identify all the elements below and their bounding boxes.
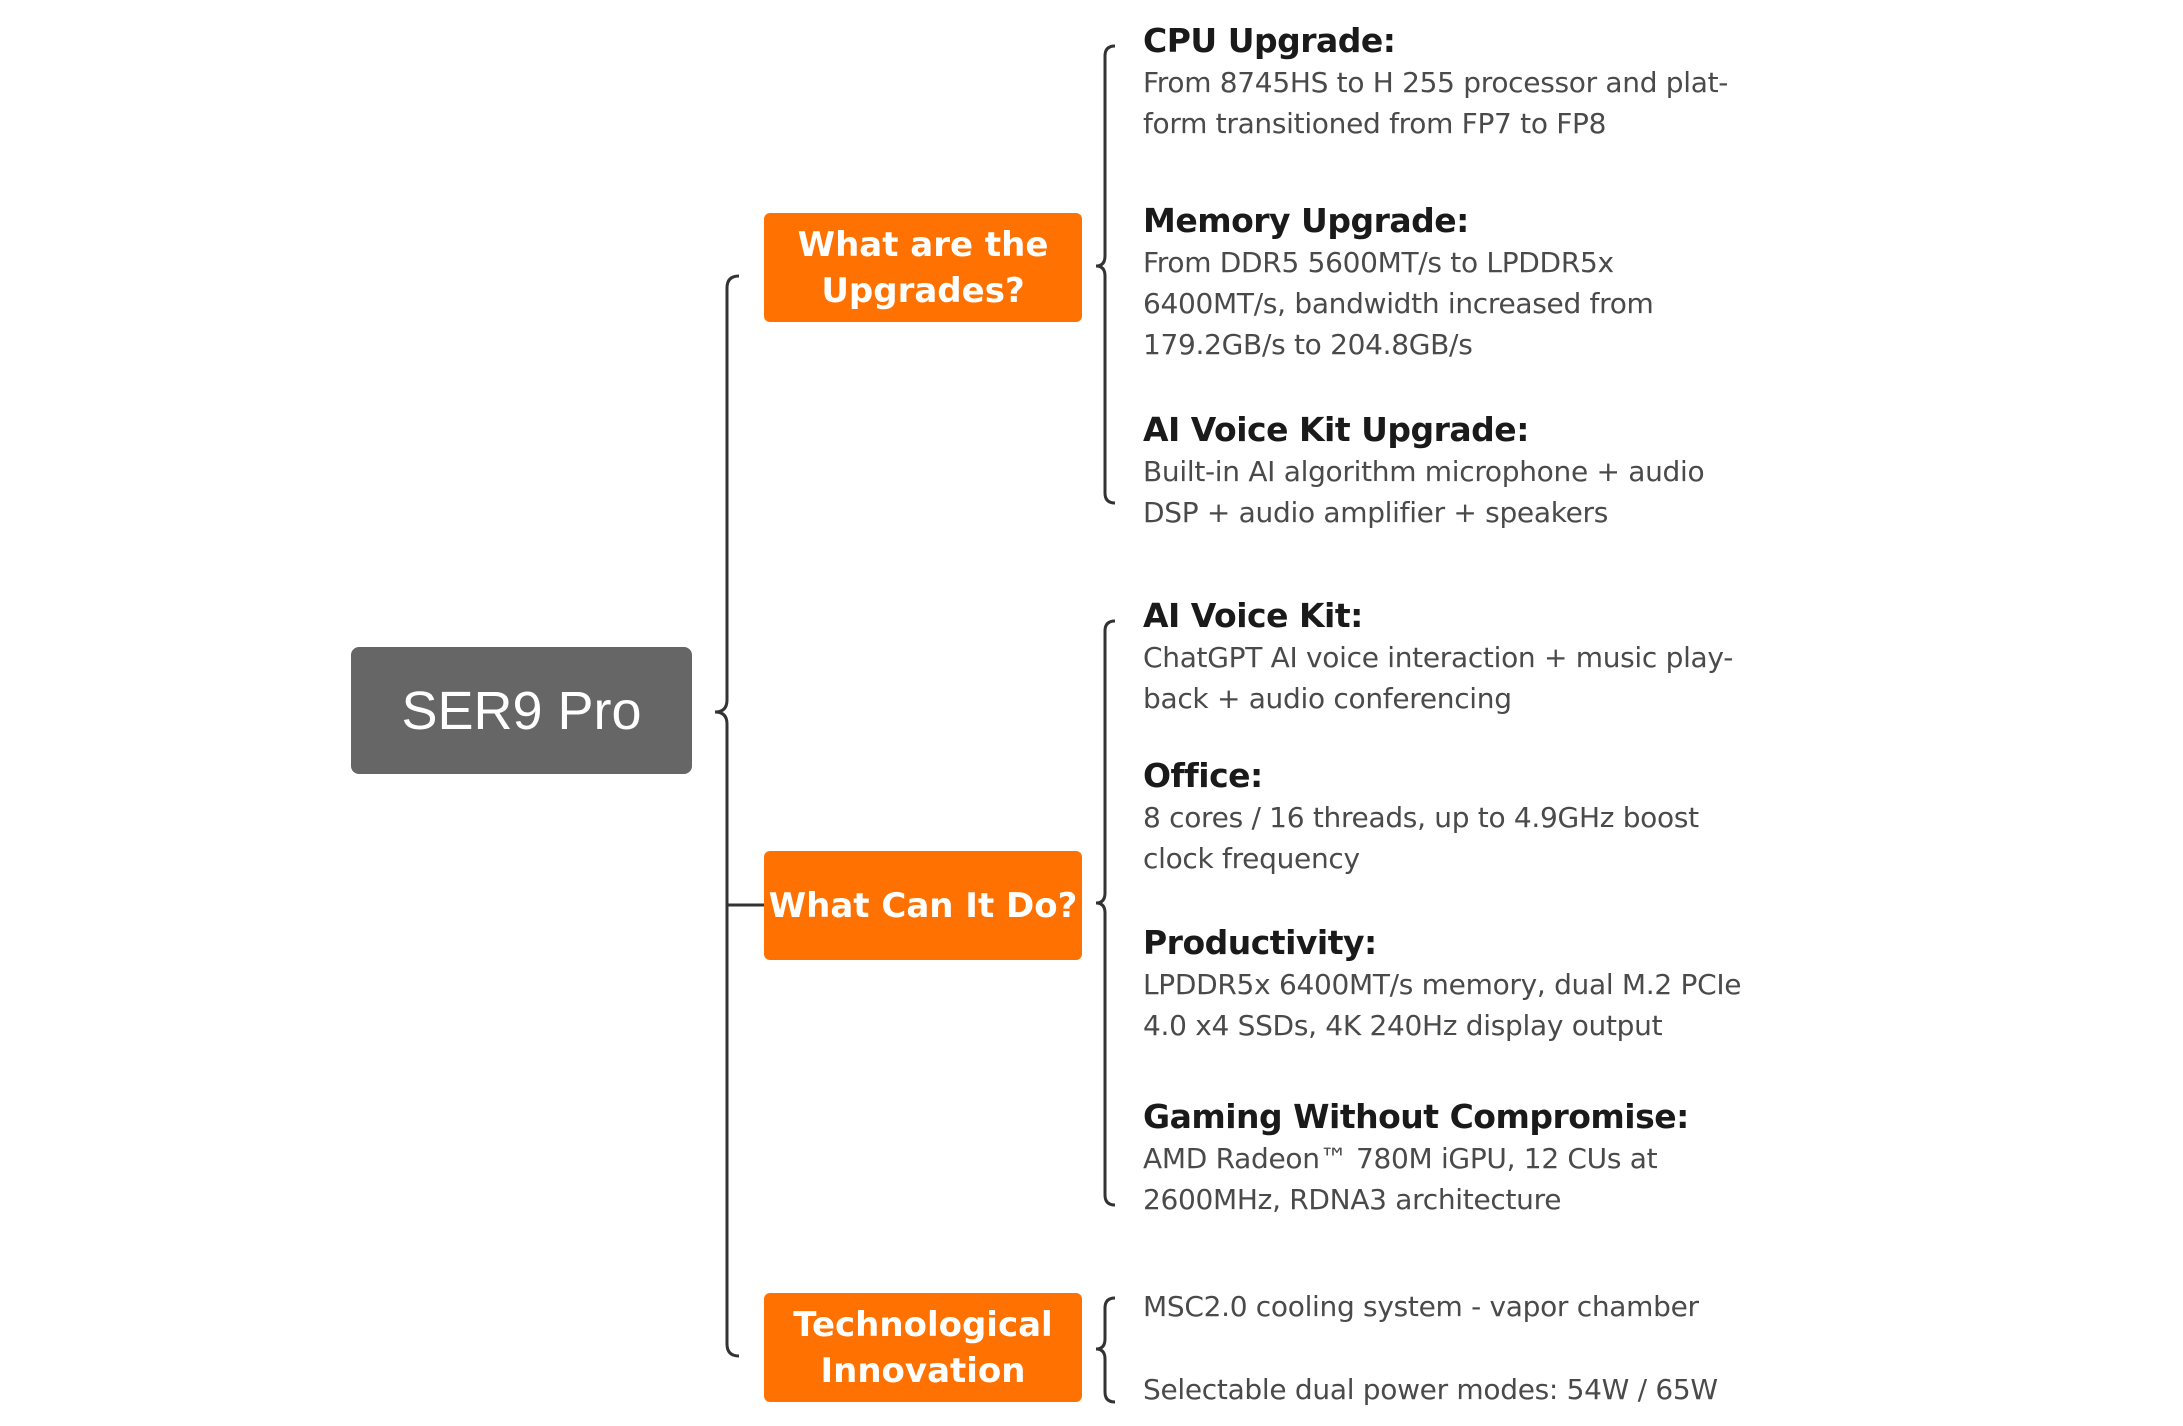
- main-bracket: [714, 274, 740, 1358]
- leaf-line: back + audio conferencing: [1143, 682, 1512, 715]
- bracket-tech-innovation: [1095, 1296, 1116, 1404]
- bracket-upgrades: [1095, 44, 1116, 505]
- leaf-line: 2600MHz, RDNA3 architecture: [1143, 1183, 1562, 1216]
- leaf-title: AI Voice Kit Upgrade:: [1143, 410, 1529, 449]
- leaf-line: 4.0 x4 SSDs, 4K 240Hz display output: [1143, 1009, 1663, 1042]
- leaf-line: 6400MT/s, bandwidth increased from: [1143, 287, 1654, 320]
- branch-upgrades[interactable]: What are the Upgrades?: [764, 213, 1082, 322]
- leaf-line: From DDR5 5600MT/s to LPDDR5x: [1143, 246, 1614, 279]
- leaf-line: From 8745HS to H 255 processor and plat-: [1143, 66, 1729, 99]
- leaf-line: Built-in AI algorithm microphone + audio: [1143, 455, 1705, 488]
- leaf-line: LPDDR5x 6400MT/s memory, dual M.2 PCIe: [1143, 968, 1742, 1001]
- leaf-title: Office:: [1143, 756, 1263, 795]
- branch-what-can-it-do[interactable]: What Can It Do?: [764, 851, 1082, 960]
- leaf-title: AI Voice Kit:: [1143, 596, 1363, 635]
- leaf-line: form transitioned from FP7 to FP8: [1143, 107, 1607, 140]
- leaf-line: ChatGPT AI voice interaction + music pla…: [1143, 641, 1734, 674]
- leaf-productivity[interactable]: Productivity: LPDDR5x 6400MT/s memory, d…: [1143, 922, 1783, 1046]
- branch-label-line: Upgrades?: [821, 270, 1025, 311]
- leaf-line: clock frequency: [1143, 842, 1360, 875]
- branch-label-line: What are the: [797, 224, 1049, 265]
- leaf-title: Productivity:: [1143, 923, 1377, 962]
- root-label: SER9 Pro: [401, 680, 642, 741]
- leaf-ai-voice-kit-upgrade[interactable]: AI Voice Kit Upgrade: Built-in AI algori…: [1143, 409, 1783, 533]
- leaf-line: AMD Radeon™ 780M iGPU, 12 CUs at: [1143, 1142, 1658, 1175]
- leaf-title: Gaming Without Compromise:: [1143, 1097, 1689, 1136]
- leaf-line: DSP + audio amplifier + speakers: [1143, 496, 1609, 529]
- root-node[interactable]: SER9 Pro: [351, 647, 692, 774]
- leaf-line: 8 cores / 16 threads, up to 4.9GHz boost: [1143, 801, 1699, 834]
- leaf-cooling[interactable]: MSC2.0 cooling system - vapor chamber: [1143, 1286, 1783, 1327]
- leaf-line: MSC2.0 cooling system - vapor chamber: [1143, 1290, 1699, 1323]
- leaf-line: Selectable dual power modes: 54W / 65W: [1143, 1373, 1718, 1406]
- leaf-memory-upgrade[interactable]: Memory Upgrade: From DDR5 5600MT/s to LP…: [1143, 200, 1783, 365]
- branch-label-line: Technological: [793, 1304, 1053, 1345]
- branch-label-line: What Can It Do?: [768, 885, 1078, 926]
- leaf-ai-voice-kit[interactable]: AI Voice Kit: ChatGPT AI voice interacti…: [1143, 595, 1783, 719]
- leaf-cpu-upgrade[interactable]: CPU Upgrade: From 8745HS to H 255 proces…: [1143, 20, 1783, 144]
- bracket-what-can-it-do: [1095, 619, 1116, 1207]
- leaf-gaming[interactable]: Gaming Without Compromise: AMD Radeon™ 7…: [1143, 1096, 1783, 1220]
- branch-tech-innovation[interactable]: Technological Innovation: [764, 1293, 1082, 1402]
- branch-label-line: Innovation: [820, 1350, 1026, 1391]
- leaf-power-modes[interactable]: Selectable dual power modes: 54W / 65W: [1143, 1369, 1783, 1410]
- leaf-title: CPU Upgrade:: [1143, 21, 1396, 60]
- leaf-office[interactable]: Office: 8 cores / 16 threads, up to 4.9G…: [1143, 755, 1783, 879]
- leaf-line: 179.2GB/s to 204.8GB/s: [1143, 328, 1473, 361]
- leaf-title: Memory Upgrade:: [1143, 201, 1469, 240]
